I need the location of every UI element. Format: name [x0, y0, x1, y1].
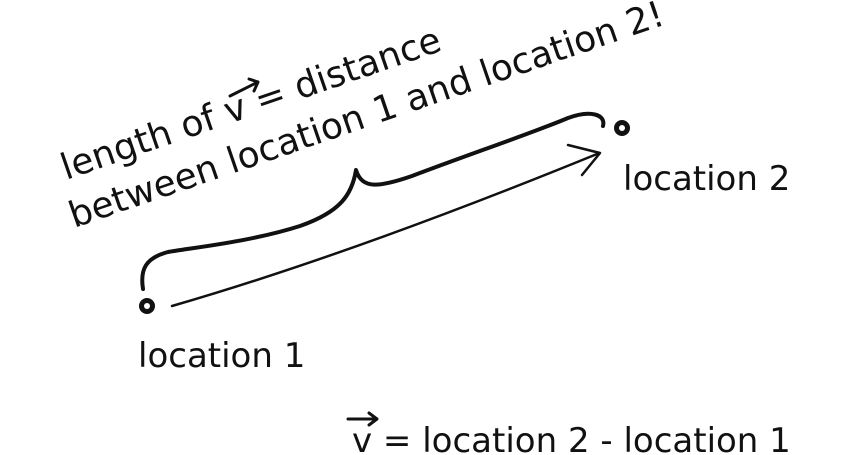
location-2-label: location 2 — [623, 159, 790, 199]
caption-vector-arrow — [228, 77, 260, 98]
rotated-caption: length of v = distance between location … — [56, 0, 670, 236]
vector-arrowhead — [566, 143, 602, 177]
location-2-point-highlight — [619, 125, 625, 131]
vector-line — [170, 152, 599, 308]
curly-brace — [140, 111, 606, 291]
equation: v = location 2 - location 1 — [352, 421, 791, 455]
equation-vector-arrow — [346, 411, 379, 427]
location-1-point-highlight — [144, 303, 150, 309]
equation-rest: = location 2 - location 1 — [372, 421, 791, 455]
location-1-label: location 1 — [138, 336, 305, 376]
equation-vector-v: v — [352, 421, 372, 455]
